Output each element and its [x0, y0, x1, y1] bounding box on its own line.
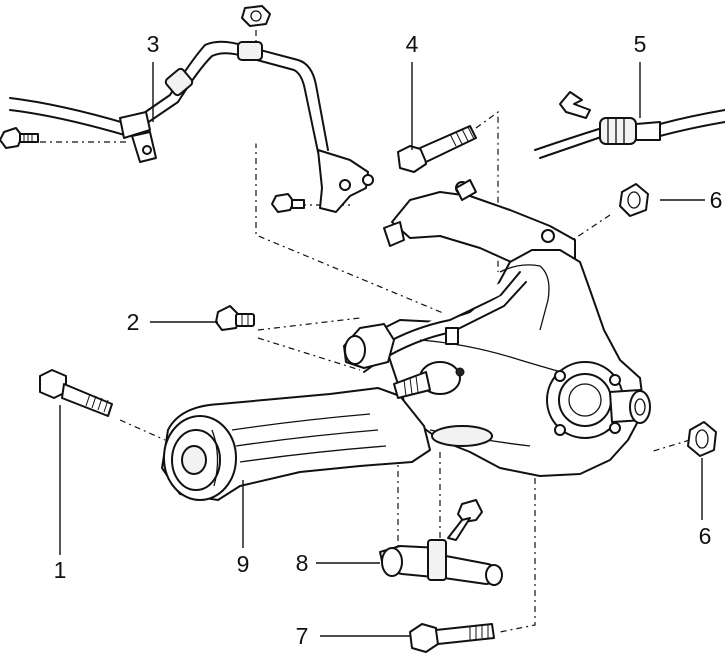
nut-lower [687, 421, 717, 457]
bushing-assembly [534, 91, 725, 159]
callout-8: 8 [296, 550, 309, 576]
lateral-link [393, 361, 465, 399]
bracket-bolt [0, 127, 39, 149]
lower-bolt-7 [409, 623, 495, 653]
callout-2: 2 [127, 309, 140, 335]
callout-1: 1 [54, 557, 67, 583]
callout-leaders [59, 62, 705, 637]
adjusting-bolt-assembly [379, 499, 503, 586]
callout-7: 7 [296, 623, 309, 649]
callout-3: 3 [147, 31, 160, 57]
callout-5: 5 [634, 31, 647, 57]
nut-upper [619, 183, 649, 217]
callout-labels: 1 2 3 4 5 6 6 7 8 9 [54, 31, 723, 649]
toe-link-bolt [397, 110, 499, 272]
link-bolt [271, 193, 305, 213]
knuckle-body [379, 249, 651, 477]
callout-9: 9 [237, 551, 250, 577]
callout-6-lower: 6 [699, 523, 712, 549]
callout-4: 4 [406, 31, 419, 57]
trailing-arm-bolt [39, 369, 113, 417]
callout-6-upper: 6 [710, 187, 723, 213]
small-bolt-2 [215, 305, 255, 331]
stabilizer-bar [9, 40, 374, 213]
trailing-arm [161, 387, 431, 501]
upper-bushing [343, 323, 395, 369]
top-nut [241, 5, 271, 27]
